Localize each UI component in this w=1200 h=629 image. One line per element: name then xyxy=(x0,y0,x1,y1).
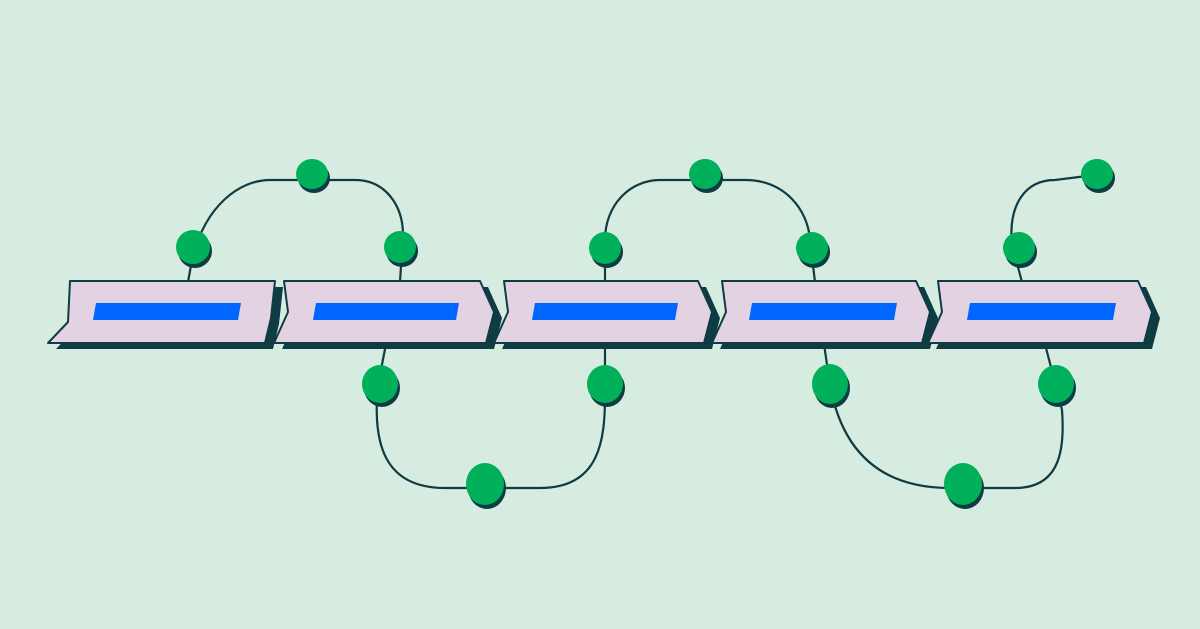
chevron-bar xyxy=(313,303,459,320)
timeline-node-11 xyxy=(944,463,984,509)
timeline-node-3 xyxy=(384,231,418,267)
connector-loop-upper-1 xyxy=(186,178,405,283)
chevron-step-5 xyxy=(927,280,1160,349)
node-dot xyxy=(589,232,621,264)
node-group xyxy=(176,159,1115,509)
chevron-step-4 xyxy=(711,280,938,349)
chevron-row xyxy=(47,280,1160,349)
chevron-bar xyxy=(532,303,678,320)
timeline-node-8 xyxy=(689,159,723,193)
timeline-node-9 xyxy=(796,232,830,268)
timeline-node-13 xyxy=(1003,232,1037,268)
timeline-node-6 xyxy=(587,365,625,407)
chevron-step-3 xyxy=(493,280,720,349)
node-dot xyxy=(176,230,210,264)
timeline-node-4 xyxy=(362,365,400,407)
timeline-node-12 xyxy=(1038,365,1076,407)
node-dot xyxy=(812,364,848,404)
node-dot xyxy=(587,365,623,403)
node-dot xyxy=(296,159,328,189)
connector-loop-lower-2 xyxy=(822,343,1064,490)
timeline-node-10 xyxy=(812,364,850,408)
node-dot xyxy=(944,463,982,505)
node-dot xyxy=(1081,159,1113,189)
node-dot xyxy=(1038,365,1074,403)
node-dot xyxy=(1003,232,1035,264)
timeline-node-7 xyxy=(589,232,623,268)
node-dot xyxy=(466,463,504,505)
chevron-step-1 xyxy=(47,280,283,349)
connectors-upper xyxy=(186,173,1096,283)
node-dot xyxy=(689,159,721,189)
chevron-bar xyxy=(93,303,241,320)
timeline-node-1 xyxy=(176,230,212,268)
timeline-node-14 xyxy=(1081,159,1115,193)
connector-loop-upper-2 xyxy=(603,178,817,283)
chevron-step-2 xyxy=(273,280,502,349)
chevron-bar xyxy=(967,303,1116,320)
timeline-node-5 xyxy=(466,463,506,509)
node-dot xyxy=(362,365,398,403)
chevron-bar xyxy=(749,303,897,320)
node-dot xyxy=(796,232,828,264)
timeline-node-2 xyxy=(296,159,330,193)
node-dot xyxy=(384,231,416,263)
